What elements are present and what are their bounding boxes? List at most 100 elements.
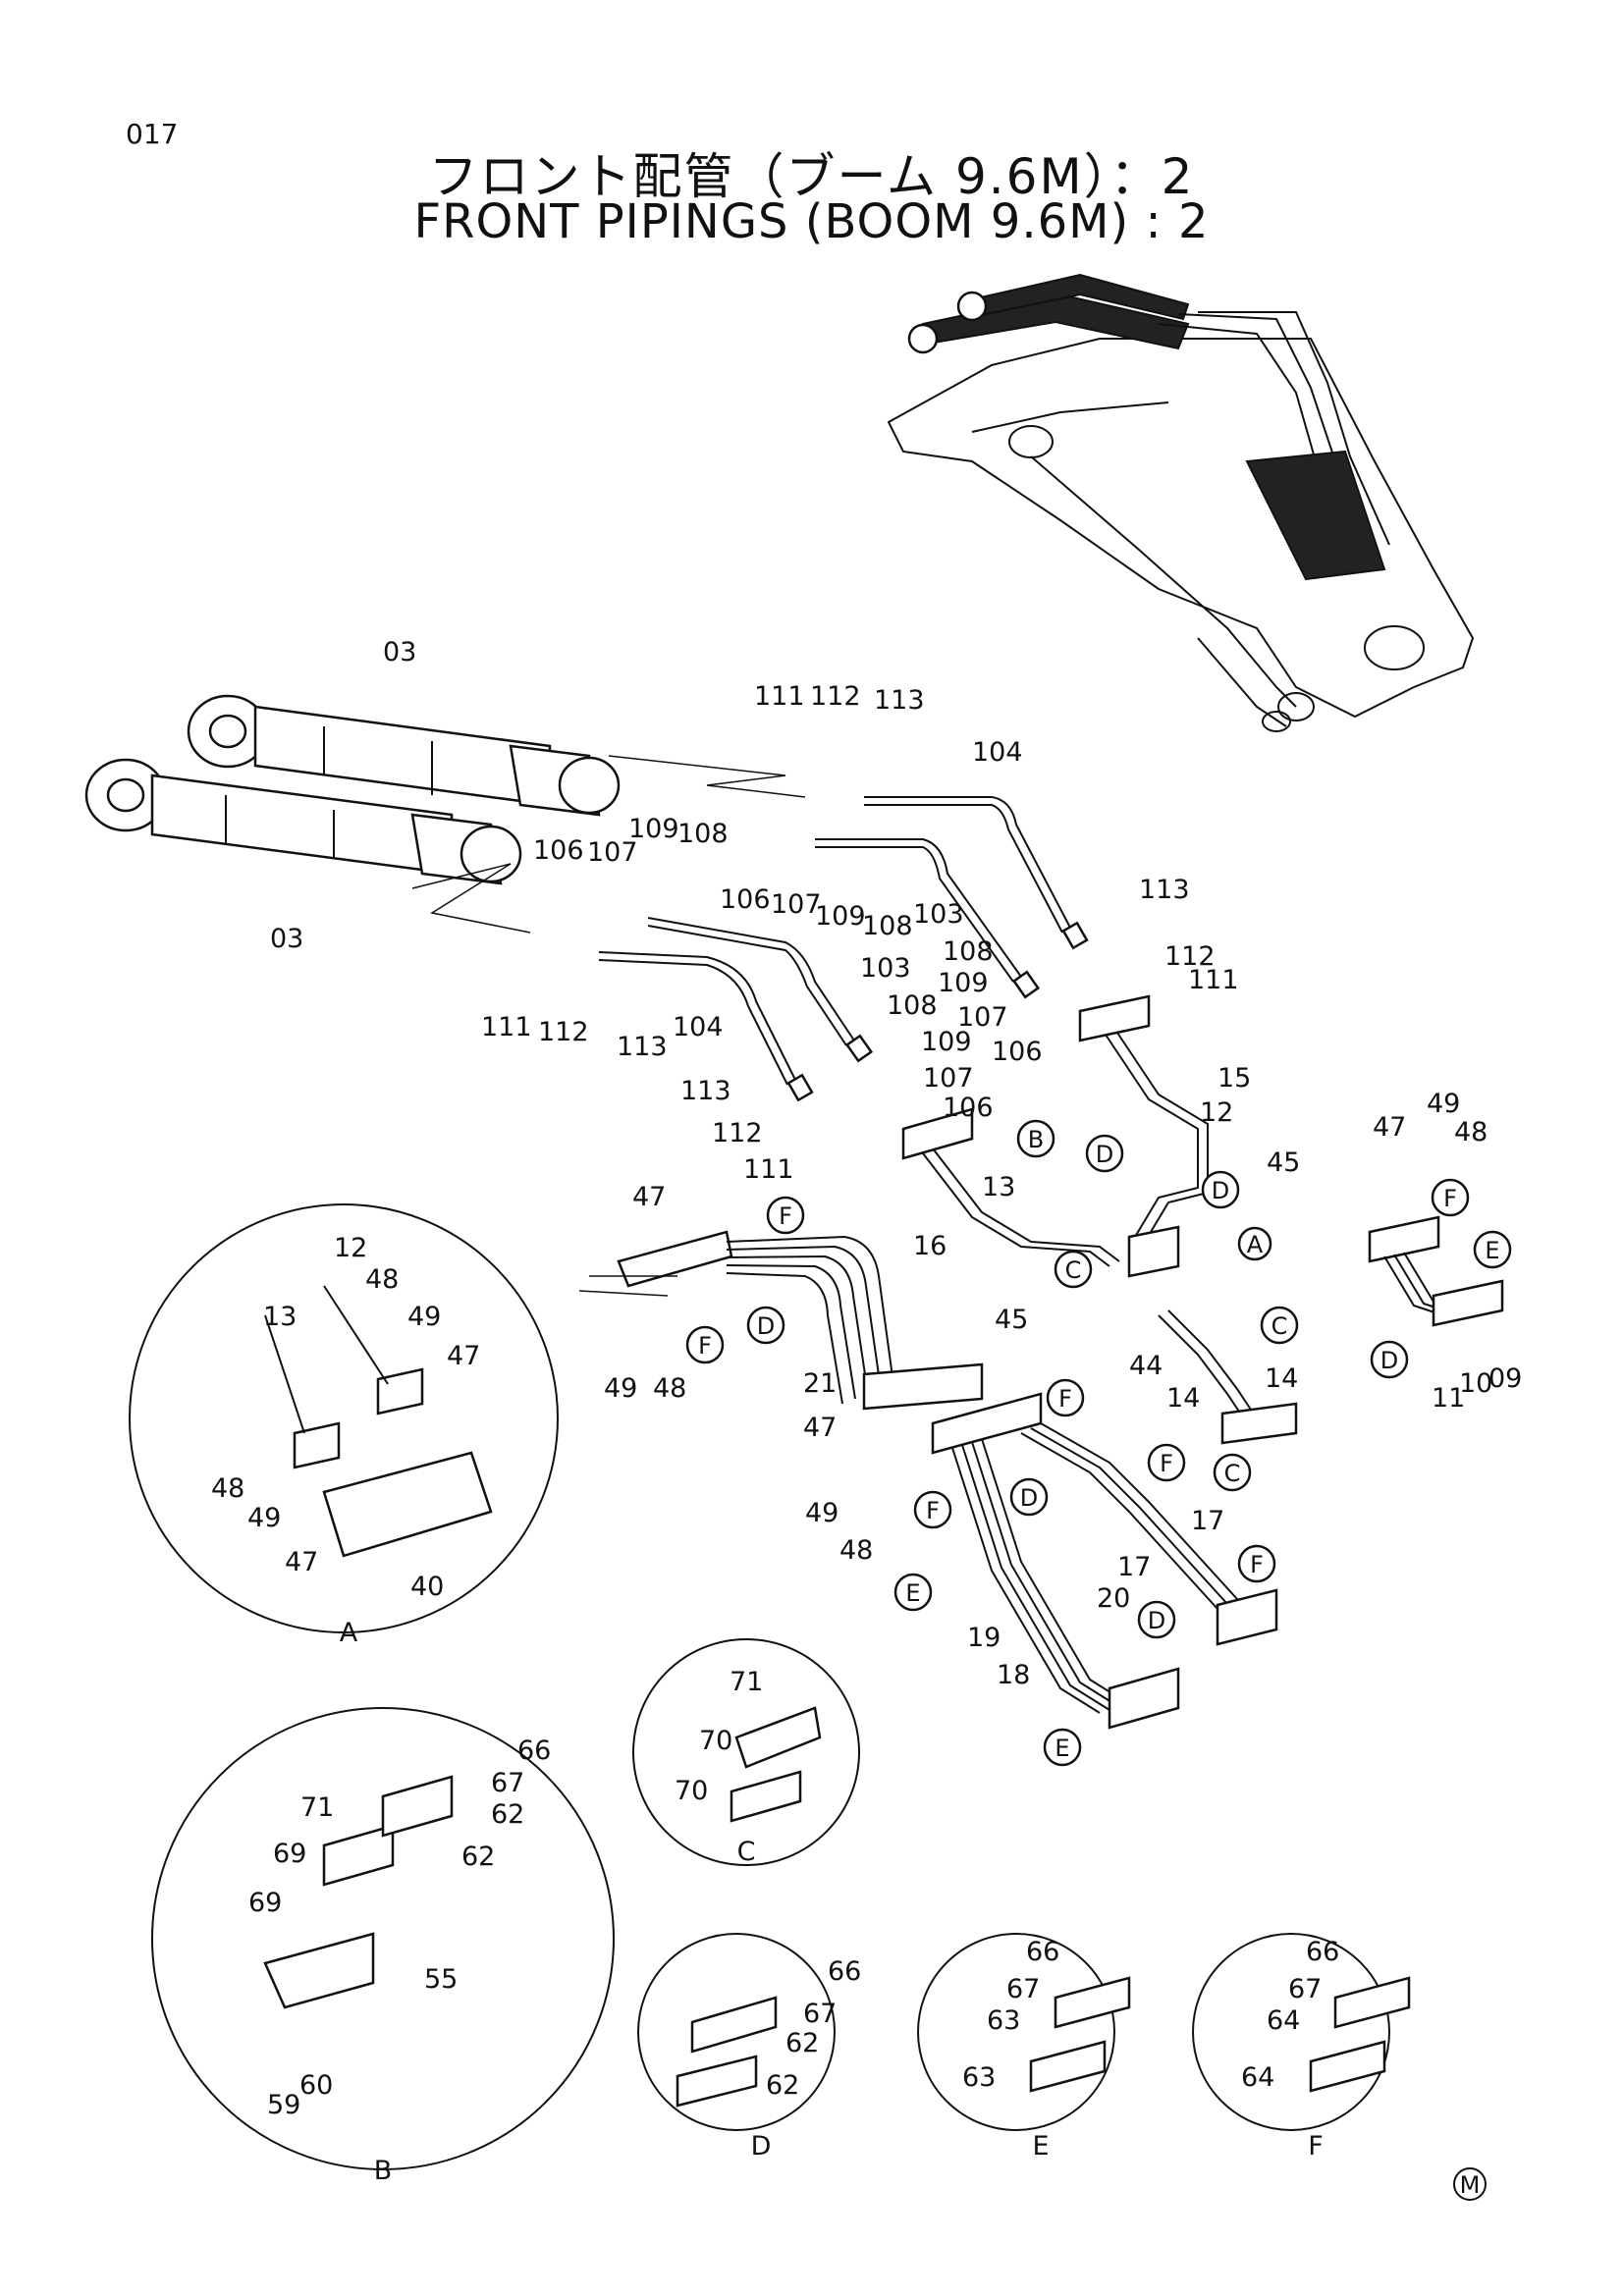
callout-c1-text: C xyxy=(1065,1256,1082,1284)
part-label: 63 xyxy=(987,2005,1020,2036)
detail-view-e xyxy=(917,1933,1131,2131)
pipes-12-13-15-16 xyxy=(901,994,1298,1445)
part-label: 48 xyxy=(211,1473,244,1504)
callout-b1-text: B xyxy=(1028,1126,1044,1153)
part-label: 48 xyxy=(365,1264,399,1295)
boom-cylinders xyxy=(84,694,806,934)
part-label: 113 xyxy=(1139,875,1190,905)
part-label: 113 xyxy=(680,1076,731,1106)
part-label: 109 xyxy=(815,901,866,932)
title-japanese: フロント配管（ブーム 9.6M）：2 xyxy=(428,148,1195,205)
callout-f4-text: F xyxy=(1160,1450,1173,1477)
callout-b1 xyxy=(1016,1119,1055,1158)
callout-f1-text: F xyxy=(779,1202,792,1230)
callout-d5-text: D xyxy=(1148,1607,1165,1634)
part-label: 14 xyxy=(1265,1363,1298,1394)
callout-f6-text: F xyxy=(1250,1551,1264,1578)
part-label: 15 xyxy=(1217,1063,1251,1094)
part-label: 12 xyxy=(334,1233,367,1263)
callout-d3 xyxy=(746,1306,785,1345)
part-label: 67 xyxy=(1288,1974,1322,2004)
part-label: 10 xyxy=(1459,1368,1492,1399)
part-label: 106 xyxy=(992,1037,1043,1067)
part-label: 40 xyxy=(410,1572,444,1602)
callout-d4-text: D xyxy=(1020,1484,1038,1512)
callout-c3 xyxy=(1213,1453,1252,1492)
part-label: 11 xyxy=(1432,1383,1465,1414)
part-label: 44 xyxy=(1129,1351,1163,1381)
part-label: 71 xyxy=(300,1792,334,1823)
part-label: 108 xyxy=(862,911,913,941)
part-label: 104 xyxy=(673,1012,724,1042)
part-label: 13 xyxy=(263,1302,297,1332)
part-label: 21 xyxy=(803,1368,837,1399)
part-label: 03 xyxy=(383,637,416,667)
part-label: 106 xyxy=(533,835,584,866)
part-label: 111 xyxy=(481,1012,532,1042)
part-label: 66 xyxy=(1306,1937,1339,1967)
part-label: 09 xyxy=(1488,1363,1522,1394)
callout-d2-text: D xyxy=(1212,1177,1229,1204)
part-label: 66 xyxy=(828,1956,861,1987)
callout-f7 xyxy=(1431,1178,1470,1217)
callout-e1 xyxy=(893,1573,933,1612)
part-label: 19 xyxy=(967,1623,1001,1653)
part-label: 103 xyxy=(913,899,964,930)
detail-view-c xyxy=(632,1638,860,1866)
part-label: 49 xyxy=(805,1498,839,1528)
part-label: 107 xyxy=(957,1002,1008,1033)
part-label: 48 xyxy=(1454,1117,1488,1148)
callout-c3-text: C xyxy=(1224,1460,1241,1487)
pipes-103-104 xyxy=(598,796,1089,1102)
part-label: 107 xyxy=(771,889,822,920)
part-label: 113 xyxy=(617,1032,668,1062)
detail-view-letters: A B C D E F xyxy=(340,1618,1324,2186)
callout-e2-text: E xyxy=(1055,1735,1069,1762)
part-label: 59 xyxy=(267,2090,300,2120)
part-label: 109 xyxy=(628,814,679,844)
part-label: 03 xyxy=(270,924,303,954)
title-english: FRONT PIPINGS (BOOM 9.6M) : 2 xyxy=(413,194,1210,249)
part-label: 103 xyxy=(860,953,911,984)
part-label: 66 xyxy=(517,1735,551,1766)
part-label: 47 xyxy=(1373,1112,1406,1143)
part-label: 111 xyxy=(1188,965,1239,995)
callout-d5 xyxy=(1137,1600,1176,1639)
detail-view-f xyxy=(1192,1933,1411,2131)
detail-view-a xyxy=(129,1203,559,1633)
callout-a1 xyxy=(1237,1226,1272,1261)
part-label: 108 xyxy=(887,990,938,1021)
detail-letter-a: A xyxy=(340,1618,358,1648)
callout-letters: B D D A C C C F D F F F D F E F D E F E … xyxy=(698,1126,1499,1762)
pipe-bundle-17-20 xyxy=(931,1392,1278,1730)
callout-f5 xyxy=(913,1490,952,1529)
callout-e2 xyxy=(1043,1728,1082,1767)
part-label: 67 xyxy=(803,1999,837,2029)
part-label: 47 xyxy=(447,1341,480,1371)
callout-f5-text: F xyxy=(926,1497,940,1524)
callout-f3-text: F xyxy=(1058,1385,1072,1413)
detail-view-d xyxy=(637,1933,836,2131)
part-label: 67 xyxy=(1006,1974,1040,2004)
part-label: 62 xyxy=(491,1799,524,1830)
detail-letter-b: B xyxy=(374,2156,393,2186)
part-label: 109 xyxy=(938,968,989,998)
part-label: 111 xyxy=(754,681,805,712)
part-label: 49 xyxy=(247,1503,281,1533)
boom-overview-illustration xyxy=(887,273,1475,732)
part-label: 47 xyxy=(632,1182,666,1212)
part-label: 16 xyxy=(913,1231,947,1261)
part-label: 47 xyxy=(803,1413,837,1443)
pipe-group-09-11 xyxy=(1368,1215,1504,1327)
part-label: 60 xyxy=(299,2070,333,2101)
part-label: 108 xyxy=(943,936,994,967)
part-label: 70 xyxy=(699,1726,732,1756)
part-label: 67 xyxy=(491,1768,524,1798)
part-label: 49 xyxy=(1427,1089,1460,1119)
callout-c2-text: C xyxy=(1271,1312,1288,1340)
part-label: 13 xyxy=(982,1172,1015,1202)
detail-letter-e: E xyxy=(1032,2131,1049,2162)
callout-d1-text: D xyxy=(1096,1141,1113,1168)
part-label: 108 xyxy=(677,819,729,849)
